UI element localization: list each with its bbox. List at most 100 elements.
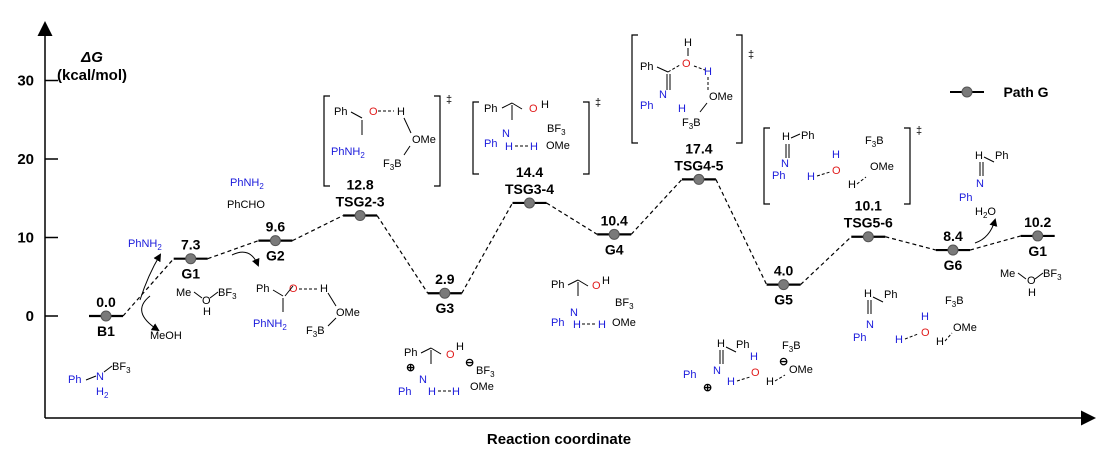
connector-9-10 bbox=[885, 236, 937, 251]
reagent-meoh-label: MeOH bbox=[150, 330, 182, 342]
svg-text:BF3: BF3 bbox=[476, 365, 495, 379]
svg-text:N: N bbox=[96, 371, 104, 383]
structure-tsg3-4: ‡ Ph O H Ph N H H BF3 OMe bbox=[472, 97, 601, 175]
svg-text:O: O bbox=[529, 103, 538, 115]
reagent-phnh2-label: PhNH2 bbox=[128, 238, 162, 252]
reagent-phnh2-2-label: PhNH2 bbox=[230, 177, 264, 191]
svg-text:‡: ‡ bbox=[446, 94, 452, 106]
svg-text:O: O bbox=[832, 165, 841, 177]
structure-g3: Ph O H N ⊕ Ph H H ⊖ BF3 OMe bbox=[398, 341, 495, 398]
svg-text:‡: ‡ bbox=[595, 97, 601, 109]
reagent-arrows: PhNH2 MeOH PhNH2 PhCHO H2O bbox=[128, 177, 998, 342]
svg-text:N: N bbox=[781, 158, 789, 170]
state-label-1: G1 bbox=[181, 266, 200, 282]
svg-text:Ph: Ph bbox=[484, 103, 497, 115]
svg-text:N: N bbox=[570, 307, 578, 319]
svg-text:BF3: BF3 bbox=[218, 287, 237, 301]
svg-text:Ph: Ph bbox=[551, 317, 564, 329]
svg-text:H: H bbox=[684, 37, 692, 49]
svg-text:H: H bbox=[807, 171, 815, 183]
svg-text:OMe: OMe bbox=[953, 322, 977, 334]
state-label-4: G3 bbox=[435, 300, 454, 316]
svg-text:Ph: Ph bbox=[640, 61, 653, 73]
arrow-out-h2o bbox=[974, 218, 998, 244]
svg-text:Ph: Ph bbox=[334, 106, 347, 118]
data-point-2 bbox=[269, 235, 281, 247]
structure-g4: Ph O H Ph N H H BF3 OMe bbox=[551, 275, 636, 331]
value-label-0: 0.0 bbox=[96, 294, 116, 310]
state-label-8: G5 bbox=[774, 292, 793, 308]
structure-imine-product: H Ph N Ph bbox=[959, 150, 1008, 204]
y-tick-label-10: 10 bbox=[17, 230, 34, 247]
svg-text:H: H bbox=[727, 376, 735, 388]
svg-text:Ph: Ph bbox=[683, 369, 696, 381]
svg-text:H: H bbox=[505, 141, 513, 153]
connector-6-7 bbox=[630, 179, 683, 235]
structure-g1-final: Me O BF3 H bbox=[1000, 268, 1062, 299]
data-point-3 bbox=[354, 210, 366, 222]
data-point-10 bbox=[947, 244, 959, 256]
data-point-7 bbox=[693, 173, 705, 185]
svg-text:N: N bbox=[976, 178, 984, 190]
svg-text:F3B: F3B bbox=[682, 117, 701, 131]
svg-text:‡: ‡ bbox=[916, 125, 922, 137]
path-connectors bbox=[122, 179, 1021, 317]
connector-1-2 bbox=[207, 240, 259, 260]
data-point-4 bbox=[439, 287, 451, 299]
svg-text:H: H bbox=[456, 341, 464, 353]
value-label-5: 14.4 bbox=[516, 164, 543, 180]
svg-text:OMe: OMe bbox=[546, 140, 570, 152]
connector-5-6 bbox=[546, 202, 598, 235]
y-tick-label-0: 0 bbox=[26, 308, 34, 325]
svg-text:H: H bbox=[782, 131, 790, 143]
svg-text:H: H bbox=[598, 319, 606, 331]
structure-g6: H Ph Ph N H O H H F3B OMe bbox=[853, 288, 977, 348]
svg-text:O: O bbox=[202, 295, 211, 307]
structure-tsg2-3: ‡ Ph O H PhNH2 OMe F3B bbox=[323, 94, 452, 187]
svg-text:H: H bbox=[397, 106, 405, 118]
value-label-6: 10.4 bbox=[601, 212, 628, 228]
svg-text:H: H bbox=[428, 386, 436, 398]
data-point-0 bbox=[100, 310, 112, 322]
svg-text:Ph: Ph bbox=[959, 192, 972, 204]
data-point-1 bbox=[185, 253, 197, 265]
state-label-2: G2 bbox=[266, 248, 285, 264]
y-axis-label-line1: ΔG bbox=[80, 49, 103, 66]
svg-text:F3B: F3B bbox=[945, 295, 964, 309]
value-label-3: 12.8 bbox=[346, 177, 373, 193]
connector-0-1 bbox=[122, 258, 175, 317]
y-axis-label-line2: (kcal/mol) bbox=[57, 67, 127, 84]
svg-text:H: H bbox=[530, 141, 538, 153]
svg-text:‡: ‡ bbox=[748, 49, 754, 61]
svg-text:OMe: OMe bbox=[612, 317, 636, 329]
svg-text:N: N bbox=[866, 319, 874, 331]
svg-text:BF3: BF3 bbox=[112, 361, 131, 375]
state-label-7: TSG4-5 bbox=[674, 157, 723, 173]
svg-text:H2: H2 bbox=[96, 386, 109, 400]
value-label-10: 8.4 bbox=[943, 228, 963, 244]
svg-text:Me: Me bbox=[1000, 268, 1015, 280]
structure-b1: Ph N BF3 H2 bbox=[68, 361, 131, 400]
svg-text:O: O bbox=[751, 367, 760, 379]
svg-text:BF3: BF3 bbox=[1043, 268, 1062, 282]
data-point-5 bbox=[524, 197, 535, 209]
data-point-9 bbox=[862, 231, 874, 243]
svg-text:N: N bbox=[419, 374, 427, 386]
svg-text:F3B: F3B bbox=[383, 158, 402, 172]
svg-text:H: H bbox=[704, 66, 712, 78]
svg-text:O: O bbox=[369, 106, 378, 118]
value-label-11: 10.2 bbox=[1024, 214, 1051, 230]
svg-text:H: H bbox=[602, 275, 610, 287]
connector-7-8 bbox=[715, 179, 768, 285]
arrow-out-meoh bbox=[141, 295, 160, 332]
svg-text:⊕: ⊕ bbox=[406, 362, 415, 374]
svg-text:H: H bbox=[320, 283, 328, 295]
state-label-10: G6 bbox=[944, 257, 963, 273]
reagent-phcho-label: PhCHO bbox=[227, 199, 265, 211]
svg-text:O: O bbox=[1027, 275, 1036, 287]
connector-8-9 bbox=[800, 236, 852, 286]
structure-tsg4-5: ‡ H O Ph Ph N H H OMe F3B bbox=[631, 34, 754, 144]
value-label-7: 17.4 bbox=[685, 140, 712, 156]
svg-text:H: H bbox=[766, 376, 774, 388]
